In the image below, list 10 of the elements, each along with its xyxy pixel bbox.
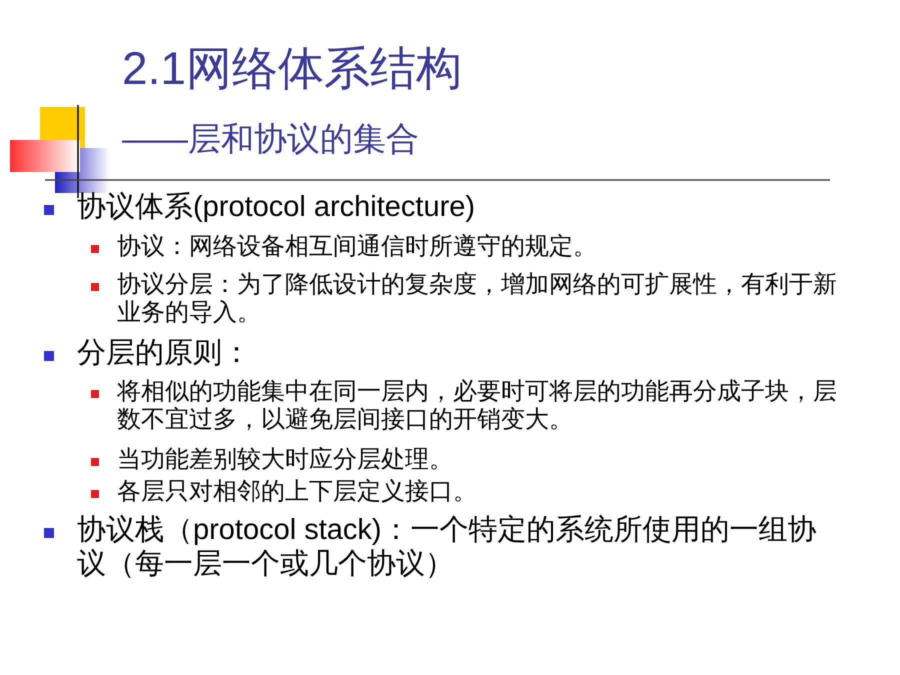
bullet-text: 协议体系(protocol architecture) (77, 190, 476, 224)
bullet-text: 协议栈（protocol stack)：一个特定的系统所使用的一组协议（每一层一个或几个协议） (77, 513, 818, 582)
bullet-text: 当功能差别较大时应分层处理。 (117, 446, 454, 474)
bullet-text: 将相似的功能集中在同一层内，必要时可将层的功能再分成子块，层数不宜过多，以避免层间接口的开销变大。 (117, 378, 838, 435)
slide-subtitle: ——层和协议的集合 (122, 119, 419, 159)
bullet-text: 协议：网络设备相互间通信时所遵守的规定。 (117, 233, 598, 262)
bullet-text: 协议分层：为了降低设计的复杂度，增加网络的可扩展性，有利于新业务的导入。 (117, 271, 838, 328)
bullet-text: 分层的原则： (77, 336, 252, 370)
bullet-text: 各层只对相邻的上下层定义接口。 (117, 478, 478, 506)
slide-title: 2.1网络体系结构 (122, 41, 462, 96)
